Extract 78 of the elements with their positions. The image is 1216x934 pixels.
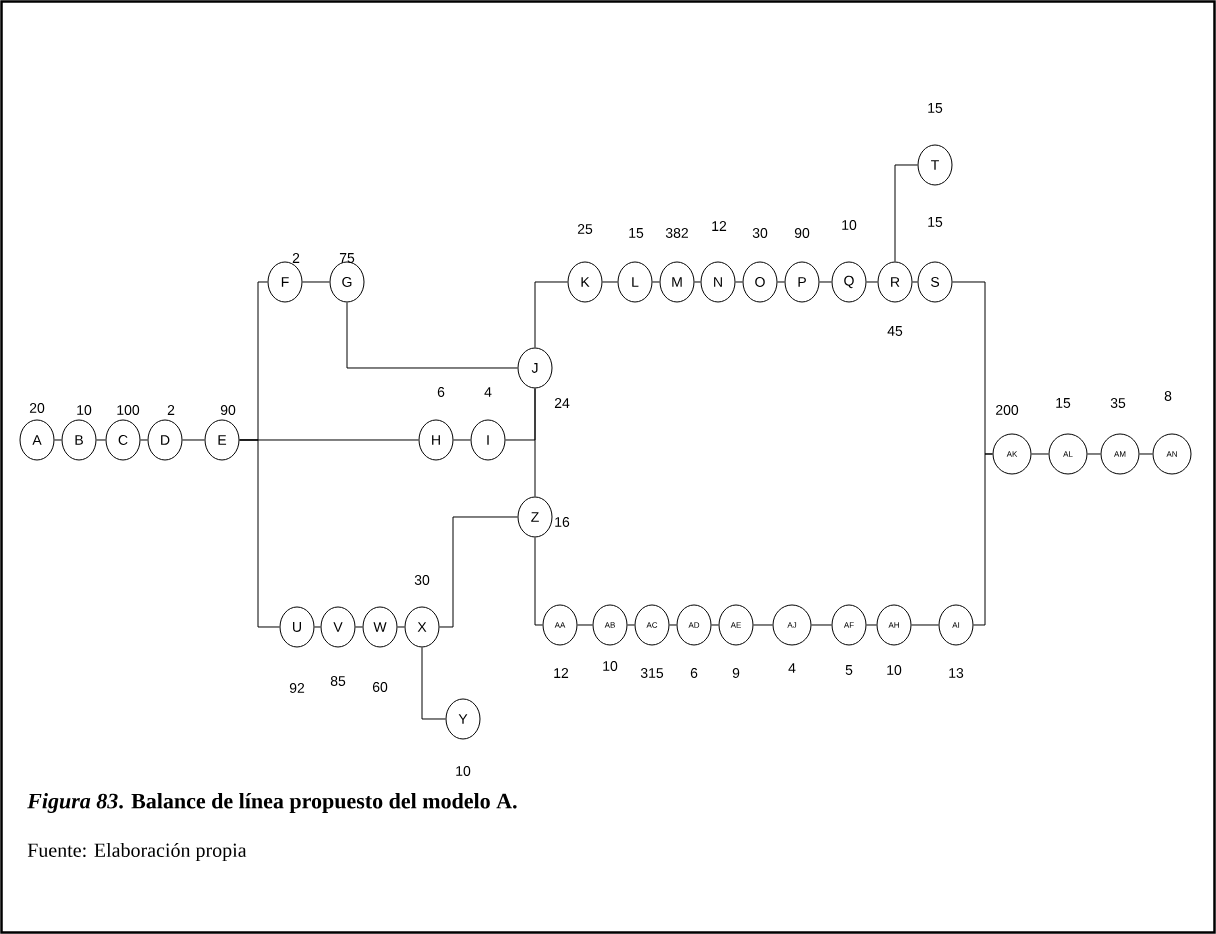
time-label: 30 [414, 575, 430, 585]
connector-line [302, 281, 330, 283]
time-label: 4 [788, 663, 796, 673]
time-label: 15 [928, 217, 943, 227]
connector-line [96, 439, 106, 441]
connector-line [355, 626, 363, 628]
time-label: 10 [603, 661, 618, 671]
time-label: 6 [690, 668, 698, 678]
time-label: 60 [372, 682, 388, 692]
connector-line [735, 281, 743, 283]
connector-line [894, 164, 918, 262]
connector-line [866, 624, 877, 626]
time-label: 35 [1110, 398, 1126, 408]
time-label: 5 [845, 665, 853, 675]
time-label: 10 [456, 766, 471, 776]
time-label: 13 [949, 668, 964, 678]
time-label: 12 [712, 221, 727, 231]
connector-line [453, 439, 471, 441]
time-label: 45 [887, 326, 903, 336]
connector-line [911, 624, 939, 626]
time-label: 15 [629, 228, 644, 238]
connector-line [912, 281, 918, 283]
time-label: 2 [167, 405, 175, 415]
connector-line [652, 281, 660, 283]
connector-line [694, 281, 701, 283]
time-label: 15 [1056, 398, 1071, 408]
connector-line [314, 626, 321, 628]
connector-line [577, 624, 593, 626]
time-label: 100 [117, 405, 140, 415]
time-label: 24 [554, 398, 570, 408]
connector-line [534, 388, 536, 497]
figure-caption: Figura 83. Balance de línea propuesto del modelo A. [27, 793, 517, 813]
connector-line [819, 281, 832, 283]
time-label: 200 [996, 405, 1019, 415]
source-note: Fuente: Elaboración propia [27, 842, 247, 862]
time-label: 10 [77, 405, 92, 415]
time-label: 16 [555, 517, 570, 527]
connector-line [669, 624, 677, 626]
time-label: 90 [794, 228, 810, 238]
time-label: 2 [292, 253, 300, 263]
time-label: 25 [577, 224, 593, 234]
connector-line [711, 624, 719, 626]
connector-line [534, 537, 543, 626]
connector-line [1087, 453, 1101, 455]
time-label: 9 [732, 668, 740, 678]
time-label: 20 [29, 403, 45, 413]
time-label: 92 [289, 683, 305, 693]
time-label: 85 [330, 676, 346, 686]
connector-line [973, 453, 993, 626]
time-label: 75 [339, 253, 355, 263]
connector-line [421, 647, 446, 720]
connector-line [182, 439, 205, 441]
connector-line [239, 439, 280, 628]
connector-line [54, 439, 62, 441]
time-label: 8 [1164, 391, 1172, 401]
time-label: 6 [437, 387, 445, 397]
connector-line [602, 281, 618, 283]
time-label: 382 [665, 228, 688, 238]
connector-line [397, 626, 405, 628]
connector-line [866, 281, 878, 283]
time-label: 10 [842, 220, 857, 230]
connector-line [811, 624, 832, 626]
connector-line [627, 624, 635, 626]
time-label: 15 [928, 103, 943, 113]
time-label: 315 [640, 668, 664, 678]
time-label: 10 [887, 665, 902, 675]
time-label: 30 [752, 228, 768, 238]
time-label: 12 [554, 668, 569, 678]
connector-line [140, 439, 148, 441]
connector-line [777, 281, 785, 283]
time-label: 4 [484, 387, 492, 397]
connector-line [439, 516, 518, 628]
connector-line [1031, 453, 1049, 455]
connector-line [534, 281, 568, 348]
connector-line [1139, 453, 1153, 455]
time-label: 90 [220, 405, 236, 415]
connector-line [753, 624, 773, 626]
connector-line [346, 302, 518, 369]
